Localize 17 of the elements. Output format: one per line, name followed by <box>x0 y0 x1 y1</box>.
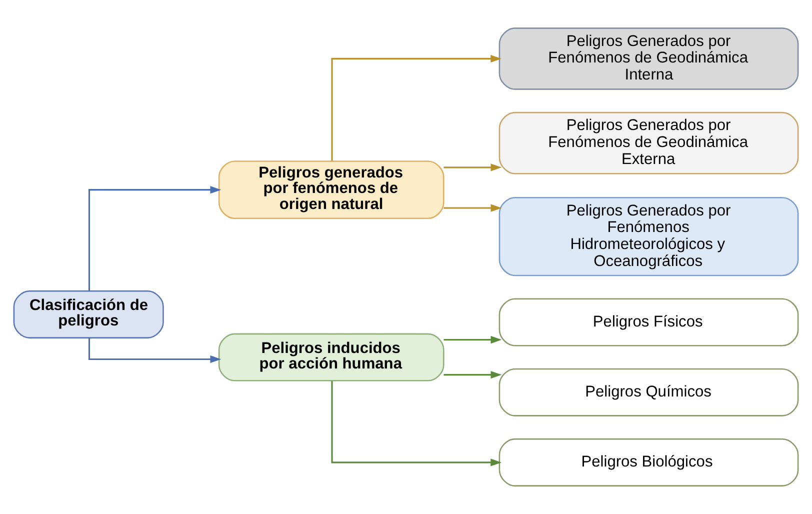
node-box: Peligros Generados por Fenómenos de Geodinámica Externa <box>498 112 799 174</box>
arrow <box>331 381 502 466</box>
node-box: Peligros inducidos por acción humana <box>218 333 444 382</box>
arrow <box>444 336 502 344</box>
arrow <box>444 370 502 379</box>
node-box: Peligros generados por fenómenos de origen natural <box>218 160 444 220</box>
arrow <box>331 54 502 161</box>
arrow <box>444 164 502 172</box>
node-box: Peligros Generados por Fenómenos Hidrometeorológicos y Oceanográficos <box>498 196 799 276</box>
arrow <box>88 338 222 364</box>
node-box: Clasificación de peligros <box>13 290 164 338</box>
node-box: Peligros Físicos <box>498 298 799 346</box>
arrow <box>88 186 222 291</box>
node-box: Peligros Químicos <box>498 368 799 416</box>
arrow <box>444 204 502 212</box>
node-box: Peligros Biológicos <box>498 438 799 486</box>
node-box: Peligros Generados por Fenómenos de Geodinámica Interna <box>498 28 799 90</box>
